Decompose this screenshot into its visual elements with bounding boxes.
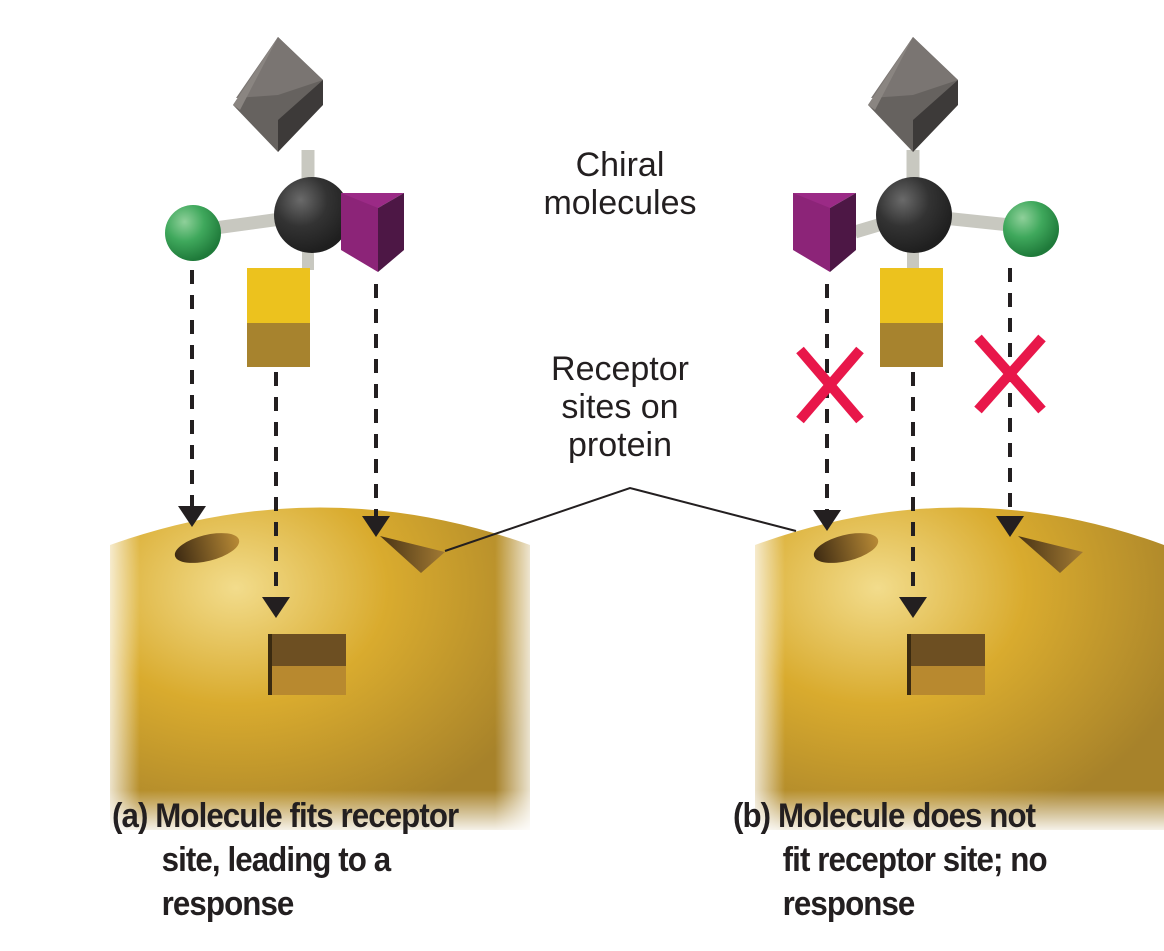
chiral-molecule-a xyxy=(165,37,404,367)
triangle-receptor-site-a xyxy=(380,536,445,573)
chiral-label-line: molecules xyxy=(543,184,697,222)
receptor-label-line: Receptor xyxy=(551,350,689,388)
cross-icon xyxy=(796,346,864,424)
caption-b-line: fit receptor site; no xyxy=(782,841,1048,879)
caption-a-line: (a) Molecule fits receptor xyxy=(112,797,459,835)
cross-icon xyxy=(974,334,1046,414)
gray-cube-b xyxy=(868,37,958,152)
arrowhead-icon xyxy=(262,597,290,618)
panel-a xyxy=(100,37,540,840)
receptor-leader-lines xyxy=(444,486,797,552)
caption-a-line: response xyxy=(161,885,295,923)
carbon-atom-a xyxy=(274,177,350,253)
triangle-receptor-site-b xyxy=(1018,536,1083,573)
caption-b-line: response xyxy=(782,885,916,923)
square-receptor-site-a xyxy=(268,634,346,695)
caption-b: (b) Molecule does not fit receptor site;… xyxy=(733,794,1048,926)
panel-b xyxy=(745,37,1164,840)
yellow-cube-a xyxy=(247,268,310,367)
caption-a: (a) Molecule fits receptor site, leading… xyxy=(112,794,459,926)
carbon-atom-b xyxy=(876,177,952,253)
oval-receptor-site-b xyxy=(813,533,879,563)
chiral-molecule-b xyxy=(793,37,1059,367)
caption-b-line: (b) Molecule does not xyxy=(733,797,1036,835)
oval-receptor-site-a xyxy=(174,533,240,563)
square-receptor-site-b xyxy=(907,634,985,695)
yellow-cube-b xyxy=(880,268,943,367)
arrowhead-icon xyxy=(813,510,841,531)
arrowhead-icon xyxy=(996,516,1024,537)
purple-prism-b xyxy=(793,193,856,272)
receptor-sites-label: Receptor sites on protein xyxy=(530,350,710,464)
green-sphere-a xyxy=(165,205,221,261)
arrowhead-icon xyxy=(178,506,206,527)
chiral-label-line: Chiral xyxy=(575,146,665,184)
caption-a-line: site, leading to a xyxy=(161,841,391,879)
receptor-label-line: sites on xyxy=(561,388,679,426)
green-sphere-b xyxy=(1003,201,1059,257)
chiral-molecules-label: Chiral molecules xyxy=(540,146,700,222)
arrowhead-icon xyxy=(899,597,927,618)
purple-prism-a xyxy=(341,193,404,272)
gray-cube-a xyxy=(233,37,323,152)
arrowhead-icon xyxy=(362,516,390,537)
receptor-label-line: protein xyxy=(568,426,672,464)
